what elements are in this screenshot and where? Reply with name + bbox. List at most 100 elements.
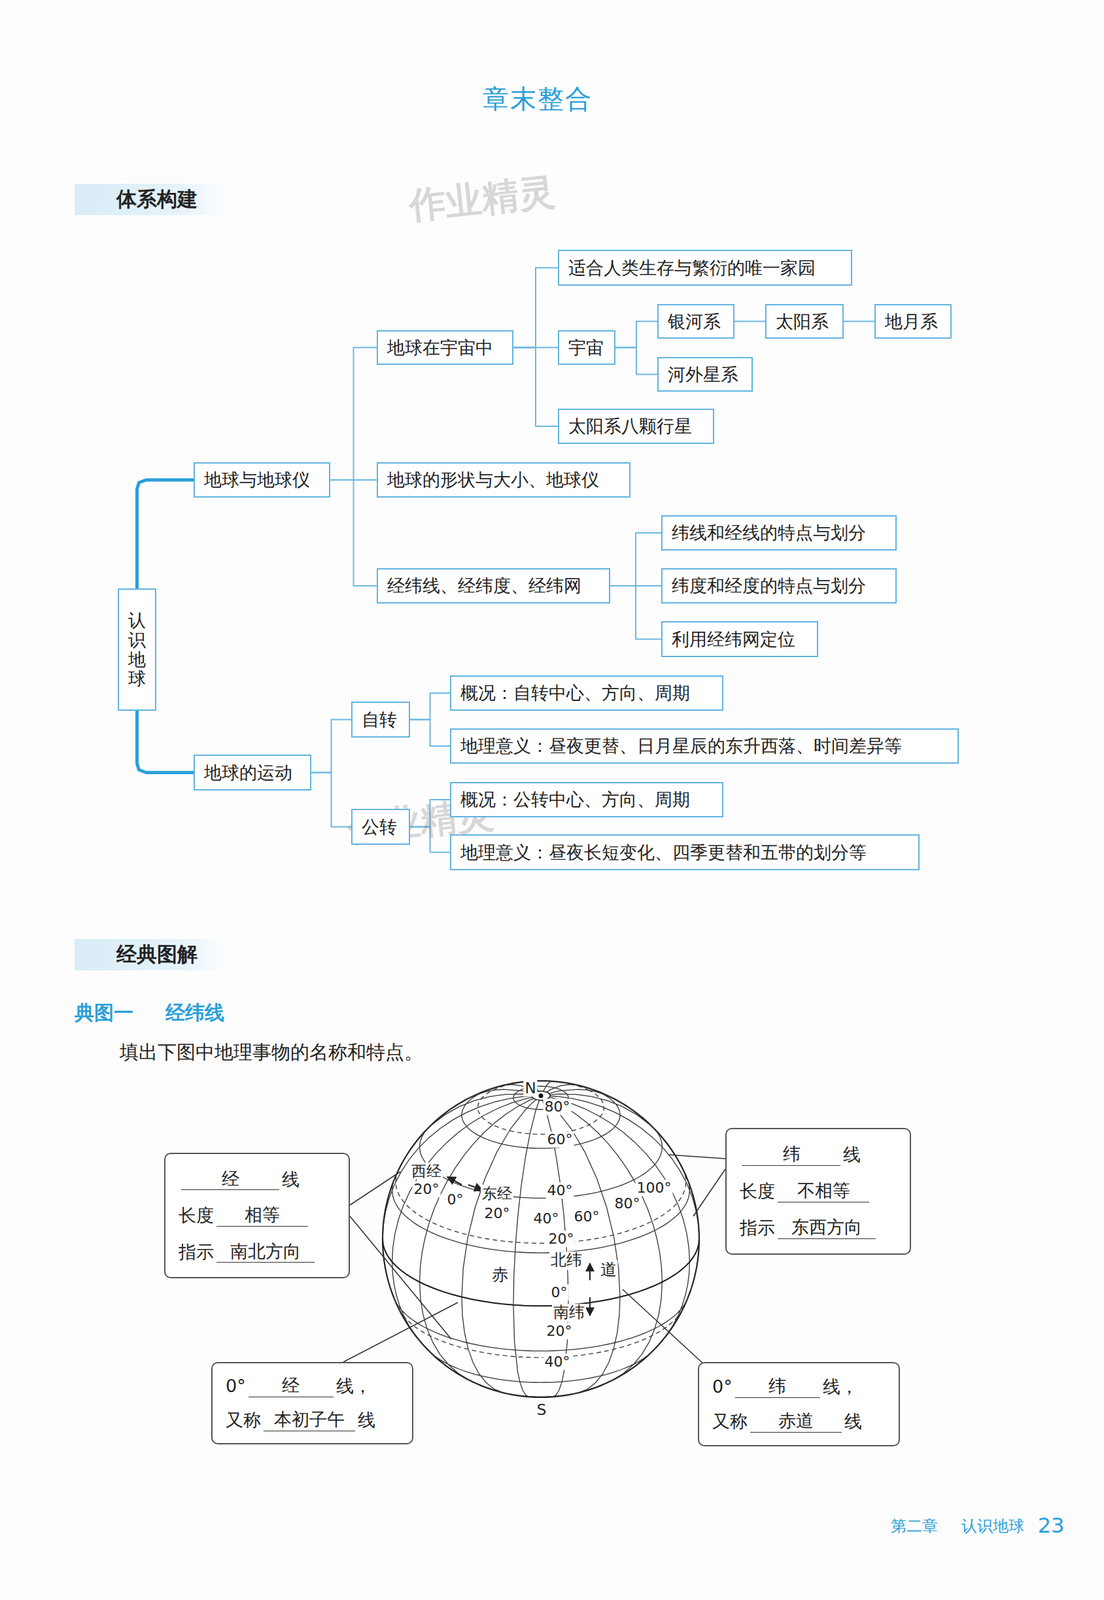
node-text: 地球与地球仪	[204, 468, 311, 492]
node-text: 自转	[361, 708, 397, 732]
leader-line	[349, 1216, 452, 1340]
tropic-line	[398, 1308, 684, 1358]
detail-box: 利用经纬网定位	[661, 621, 819, 658]
node-text: 河外星系	[667, 362, 739, 387]
connector	[615, 347, 658, 375]
detail-box: 河外星系	[657, 357, 753, 392]
prompt-text: 指示	[178, 1242, 214, 1263]
direction-arrow	[589, 1263, 591, 1281]
page-number: 23	[1037, 1514, 1065, 1539]
globe-outline	[382, 1081, 700, 1398]
node-text: 概况：自转中心、方向、周期	[460, 681, 690, 706]
figure-title: 经纬线	[165, 1001, 225, 1025]
node-text: 公转	[361, 815, 397, 840]
leader-line	[693, 1169, 726, 1217]
subtopic-box: 地球的形状与大小、地球仪	[376, 462, 631, 498]
node-text: 适合人类生存与繁衍的唯一家园	[568, 256, 816, 280]
connector	[513, 347, 558, 428]
callout-line: 0°经线，	[225, 1375, 399, 1398]
connector	[615, 321, 658, 348]
answer-blank: 纬	[742, 1143, 841, 1166]
callout-line: 纬线	[739, 1143, 897, 1166]
answer-blank: 东西方向	[777, 1217, 876, 1239]
longitude-label: 40°	[532, 1210, 561, 1227]
longitude-label: 0°	[446, 1191, 466, 1208]
leader-line	[668, 1155, 726, 1159]
longitude-label: 西经	[410, 1162, 443, 1180]
node-text: 太阳系	[775, 310, 829, 334]
latitude-label: 40°	[543, 1353, 572, 1371]
latitude-label: 0°	[550, 1284, 570, 1301]
node-text: 经纬线、经纬度、经纬网	[387, 574, 582, 598]
prompt-text: 线	[357, 1410, 376, 1432]
leader-line	[343, 1302, 458, 1363]
pole-dot	[538, 1093, 544, 1099]
connector	[610, 533, 662, 587]
latitude-label: 40°	[546, 1182, 575, 1199]
node-text: 地理意义：昼夜更替、日月星辰的东升西落、时间差异等	[460, 734, 902, 759]
prompt-text: 线，	[822, 1376, 859, 1398]
footer-chapter: 第二章	[890, 1518, 938, 1537]
graticule	[382, 1081, 700, 1398]
node-text: 宇宙	[568, 336, 604, 360]
callout-line: 又称本初子午线	[225, 1409, 399, 1432]
page-title: 章末整合	[482, 81, 593, 118]
node-text: 太阳系八颗行星	[568, 414, 692, 439]
answer-blank: 经	[248, 1375, 334, 1398]
subtopic-box: 经纬线、经纬度、经纬网	[376, 568, 611, 604]
equator-label: 赤	[490, 1266, 510, 1286]
connector	[843, 321, 875, 323]
equator-label: 道	[599, 1260, 619, 1280]
equator-line	[382, 1239, 700, 1307]
node-text: 地球在宇宙中	[387, 336, 494, 360]
leader-line	[349, 1172, 401, 1206]
connector	[330, 480, 377, 587]
latitude-label: 80°	[543, 1098, 572, 1116]
detail-box: 纬线和经线的特点与划分	[661, 515, 897, 551]
watermark: 作业精灵	[406, 170, 558, 227]
callout-line: 长度不相等	[739, 1180, 897, 1203]
answer-blank: 经	[181, 1168, 280, 1191]
answer-blank: 南北方向	[216, 1241, 315, 1263]
node-text: 概况：公转中心、方向、周期	[460, 788, 690, 812]
longitude-label: 80°	[613, 1195, 642, 1212]
root-box: 认识地球	[117, 588, 157, 711]
callout-line: 0°纬线，	[712, 1376, 886, 1398]
answer-blank: 赤道	[750, 1410, 842, 1433]
prompt-text: 又称	[712, 1411, 748, 1433]
node-text: 地球的运动	[204, 761, 293, 785]
answer-blank: 纬	[735, 1376, 821, 1398]
tropic-line	[478, 1081, 605, 1135]
node-text: 纬度和经度的特点与划分	[671, 574, 866, 598]
latitude-label: 60°	[546, 1131, 575, 1148]
connector	[410, 720, 450, 747]
latitude-label: 南纬	[552, 1304, 587, 1323]
footer-chapter: 认识地球	[961, 1518, 1025, 1537]
connector	[330, 347, 377, 481]
answer-blank: 相等	[216, 1204, 309, 1227]
connector	[311, 773, 352, 828]
detail-box: 地月系	[874, 304, 952, 339]
detail-box: 纬度和经度的特点与划分	[661, 568, 897, 604]
callout-line: 经线	[178, 1168, 336, 1191]
pole-label: N	[523, 1079, 537, 1097]
section-band: 经典图解	[74, 939, 225, 971]
connector	[137, 710, 195, 774]
answer-blank: 不相等	[777, 1180, 870, 1203]
subtopic-box: 公转	[351, 809, 411, 846]
detail-box: 适合人类生存与繁衍的唯一家园	[557, 249, 853, 286]
direction-arrow	[589, 1297, 591, 1316]
detail-box: 概况：自转中心、方向、周期	[449, 675, 724, 711]
answer-blank: 本初子午	[263, 1409, 356, 1432]
prompt-text: 线，	[336, 1376, 372, 1398]
longitude-label: 东经	[480, 1185, 514, 1203]
callout-box: 纬线长度不相等指示东西方向	[725, 1128, 912, 1256]
detail-box: 太阳系	[765, 304, 844, 339]
connector	[513, 268, 558, 348]
longitude-label: 60°	[572, 1208, 602, 1225]
detail-box: 银河系	[657, 304, 735, 339]
latitude-label: 北纬	[549, 1251, 584, 1271]
node-text: 地月系	[884, 310, 938, 334]
callout-box: 经线长度相等指示南北方向	[164, 1153, 350, 1279]
direction-arrow	[447, 1177, 462, 1186]
